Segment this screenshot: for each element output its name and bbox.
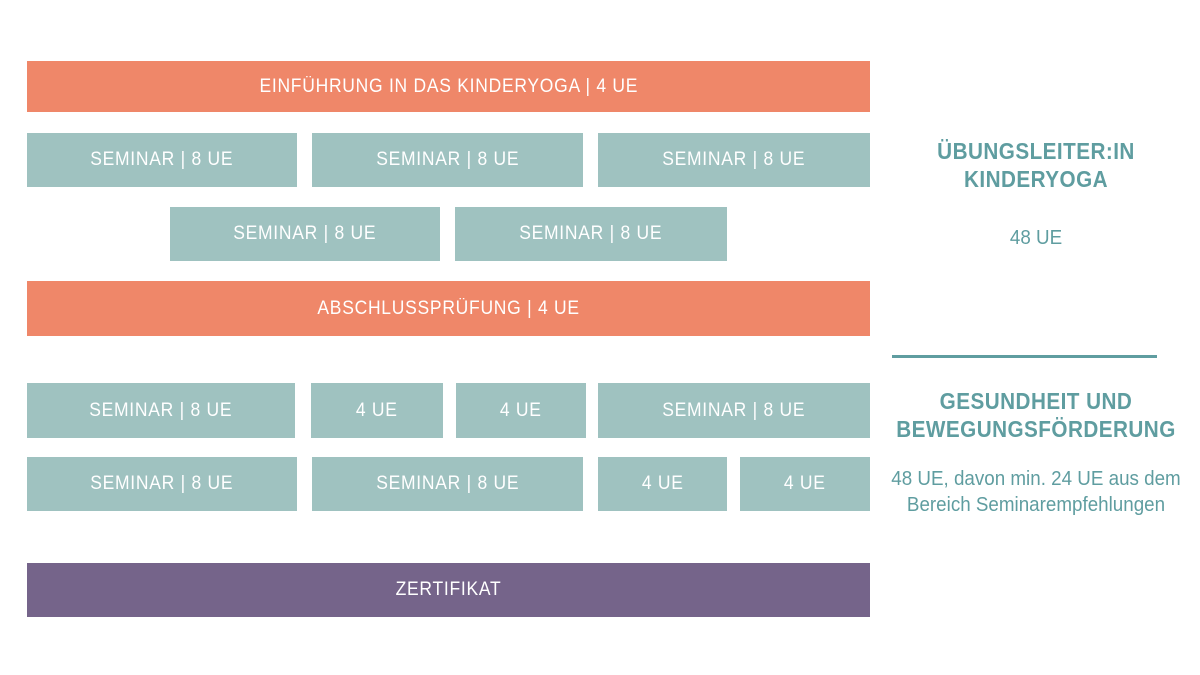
course1-title-line2: KINDERYOGA [963,166,1109,192]
intro-phase-label: EINFÜHRUNG IN DAS KINDERYOGA | 4 UE [259,75,638,97]
seminar-label: SEMINAR | 8 UE [89,399,233,421]
seminar-label: SEMINAR | 8 UE [662,149,806,170]
course2-title-line2: BEWEGUNGSFÖRDERUNG [896,416,1176,442]
seminar-box: SEMINAR | 8 UE [455,207,727,261]
course2-hours-line1: 48 UE, davon min. 24 UE aus dem [891,468,1181,490]
ue-4-label: 4 UE [784,473,826,494]
seminar-label: SEMINAR | 8 UE [375,473,520,494]
seminar-box: SEMINAR | 8 UE [27,383,295,438]
seminar-label: SEMINAR | 8 UE [233,223,377,244]
sidebar-divider [892,355,1157,358]
seminar-label: SEMINAR | 8 UE [90,149,234,170]
course2-hours-line2: Bereich Seminarempfehlungen [906,494,1166,516]
ue-4-box: 4 UE [740,457,870,511]
seminar-label: SEMINAR | 8 UE [375,149,520,170]
certificate-bar: ZERTIFIKAT [27,563,870,617]
course1-hours: 48 UE [1009,227,1063,249]
seminar-box: SEMINAR | 8 UE [27,457,297,511]
seminar-label: SEMINAR | 8 UE [662,399,806,421]
ue-4-box: 4 UE [311,383,443,438]
seminar-box: SEMINAR | 8 UE [598,383,870,438]
seminar-label: SEMINAR | 8 UE [519,223,663,244]
ue-4-label: 4 UE [500,399,542,421]
seminar-box: SEMINAR | 8 UE [27,133,297,187]
seminar-box: SEMINAR | 8 UE [170,207,440,261]
sidebar: ÜBUNGSLEITER:IN KINDERYOGA 48 UE GESUNDH… [880,0,1192,675]
ue-4-label: 4 UE [641,473,684,494]
seminar-box: SEMINAR | 8 UE [312,457,583,511]
seminar-label: SEMINAR | 8 UE [90,473,234,494]
course1-title-line1: ÜBUNGSLEITER:IN [937,138,1135,164]
exam-phase-label: ABSCHLUSSPRÜFUNG | 4 UE [317,297,580,319]
ue-4-box: 4 UE [456,383,586,438]
intro-phase-bar: EINFÜHRUNG IN DAS KINDERYOGA | 4 UE [27,61,870,112]
seminar-box: SEMINAR | 8 UE [312,133,583,187]
exam-phase-bar: ABSCHLUSSPRÜFUNG | 4 UE [27,281,870,336]
ue-4-box: 4 UE [598,457,727,511]
certificate-label: ZERTIFIKAT [395,579,502,600]
course2-title-line1: GESUNDHEIT UND [939,388,1133,414]
seminar-box: SEMINAR | 8 UE [598,133,870,187]
ue-4-label: 4 UE [356,399,398,421]
